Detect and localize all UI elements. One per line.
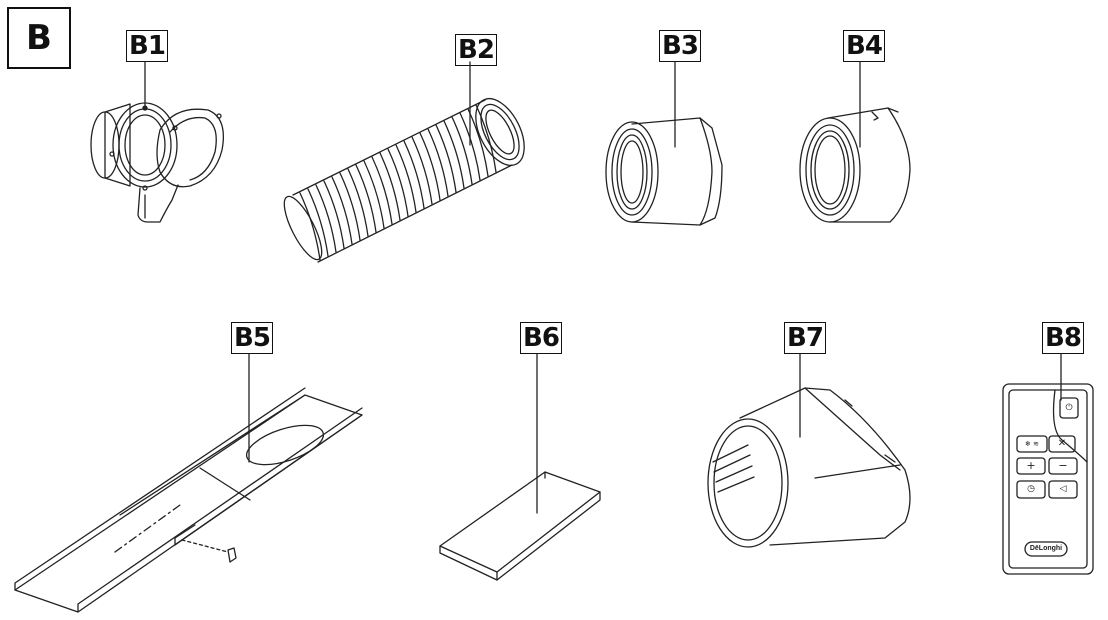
remote-plus-icon[interactable]: + (1026, 459, 1036, 472)
part-b6-drawing (439, 353, 601, 581)
remote-power-icon[interactable]: ⏻ (1065, 403, 1073, 413)
remote-sleep-icon[interactable]: ◁ (1059, 484, 1067, 494)
label-b5: B5 (231, 322, 273, 354)
label-b3: B3 (659, 30, 701, 62)
label-b6: B6 (520, 322, 562, 354)
remote-timer-icon[interactable]: ◷ (1027, 484, 1035, 494)
part-b7-drawing (707, 353, 911, 548)
part-b4-drawing (799, 61, 911, 223)
remote-minus-icon[interactable]: − (1058, 459, 1068, 472)
part-b5-drawing (14, 353, 363, 613)
label-b8: B8 (1042, 322, 1084, 354)
remote-brand-logo: DēLonghi (1029, 545, 1063, 552)
label-b7: B7 (784, 322, 826, 354)
label-b4: B4 (843, 30, 885, 62)
part-b3-drawing (605, 61, 723, 226)
remote-mode-icon[interactable]: ❄ ≋ (1025, 440, 1039, 448)
part-b1-drawing (90, 61, 225, 223)
label-b2: B2 (455, 34, 497, 66)
part-b2-drawing (283, 61, 525, 263)
part-b8-drawing (1002, 353, 1094, 575)
remote-fan-icon[interactable]: ✕ (1057, 438, 1067, 449)
section-label: B (7, 7, 71, 69)
label-b1: B1 (126, 30, 168, 62)
